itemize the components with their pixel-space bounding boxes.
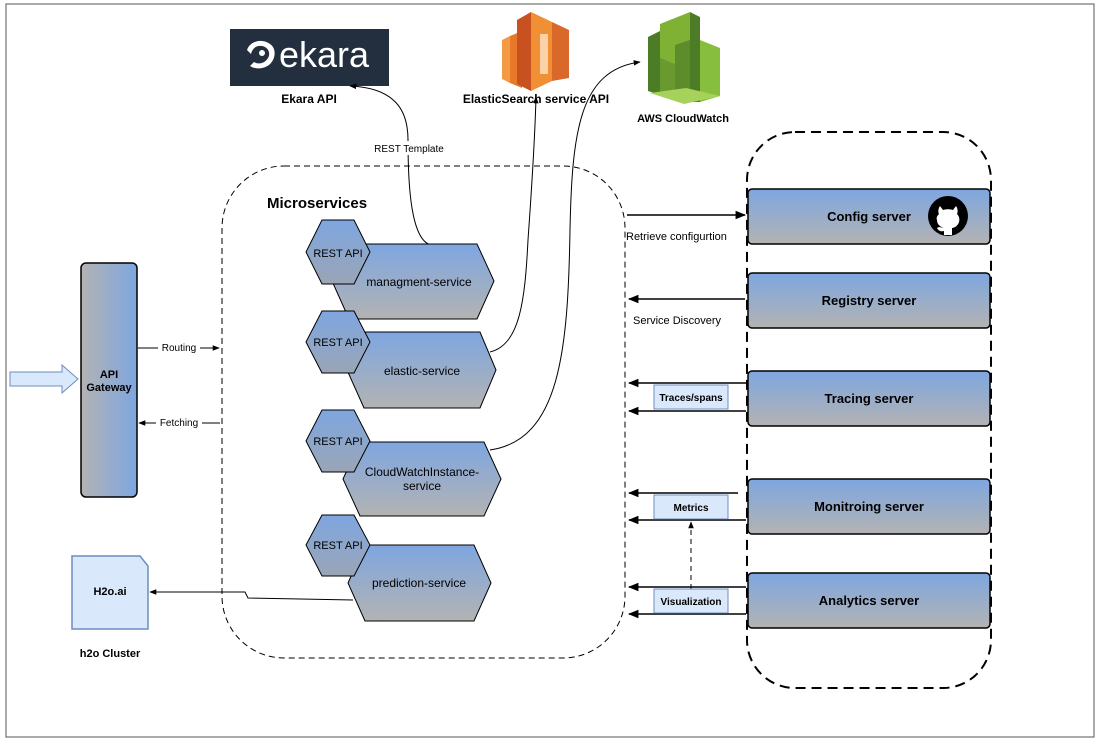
h2o-caption: h2o Cluster bbox=[80, 648, 141, 660]
managment-service-node[interactable]: REST API managment-service bbox=[305, 219, 495, 320]
visualization-label: Visualization bbox=[661, 597, 722, 608]
service-discovery-label: Service Discovery bbox=[633, 315, 722, 327]
elastic-link bbox=[489, 96, 539, 353]
analytics-server-label: Analytics server bbox=[819, 593, 919, 608]
api-gateway-node[interactable]: API Gateway bbox=[80, 262, 138, 498]
elastic-service-label: elastic-service bbox=[384, 364, 460, 378]
config-server-node[interactable]: Config server bbox=[747, 188, 991, 245]
rest-api-badge bbox=[305, 310, 371, 374]
ekara-bird-icon bbox=[247, 40, 275, 69]
ekara-logo: ekara bbox=[230, 29, 389, 86]
monitoring-server-label: Monitroing server bbox=[814, 499, 924, 514]
elasticsearch-icon bbox=[502, 12, 569, 91]
prediction-service-node[interactable]: REST API prediction-service bbox=[305, 514, 492, 622]
cloudwatchinstance-service-node[interactable]: REST API CloudWatchInstance- service bbox=[305, 409, 502, 517]
cloudwatchinstance-service-label: CloudWatchInstance- bbox=[365, 465, 479, 479]
api-gateway-label-2: Gateway bbox=[86, 382, 132, 394]
fetching-label: Fetching bbox=[160, 418, 198, 429]
routing-label: Routing bbox=[162, 343, 196, 354]
rest-api-label: REST API bbox=[313, 337, 362, 349]
rest-template-link bbox=[349, 83, 432, 246]
traces-label: Traces/spans bbox=[659, 393, 723, 404]
cloudwatchinstance-service-label-2: service bbox=[403, 479, 441, 493]
h2o-label: H2o.ai bbox=[93, 586, 126, 598]
microservices-title: Microservices bbox=[267, 195, 367, 212]
managment-service-label: managment-service bbox=[366, 275, 472, 289]
config-server-label: Config server bbox=[827, 209, 911, 224]
h2o-node[interactable]: H2o.ai bbox=[71, 555, 149, 630]
analytics-server-node[interactable]: Analytics server bbox=[747, 572, 991, 629]
traces-label-box bbox=[653, 384, 729, 410]
retrieve-config-label: Retrieve configurtion bbox=[626, 231, 727, 243]
rest-api-label: REST API bbox=[313, 248, 362, 260]
server-container bbox=[746, 131, 992, 689]
rest-api-badge bbox=[305, 514, 371, 577]
ekara-logo-text: ekara bbox=[279, 34, 370, 75]
cloudwatch-link bbox=[489, 60, 641, 451]
tracing-server-label: Tracing server bbox=[825, 391, 914, 406]
github-icon bbox=[928, 196, 968, 236]
h2o-link bbox=[149, 589, 354, 601]
incoming-arrow-icon bbox=[9, 363, 79, 395]
page-frame bbox=[5, 3, 1095, 738]
rest-template-label: REST Template bbox=[374, 144, 444, 155]
aws-cloudwatch-icon bbox=[648, 12, 720, 104]
rest-api-badge bbox=[305, 219, 371, 285]
registry-server-label: Registry server bbox=[822, 293, 917, 308]
registry-server-node[interactable]: Registry server bbox=[747, 272, 991, 329]
prediction-service-label: prediction-service bbox=[372, 576, 466, 590]
rest-api-label: REST API bbox=[313, 540, 362, 552]
metrics-label-box bbox=[653, 494, 729, 520]
elastic-service-node[interactable]: REST API elastic-service bbox=[305, 310, 497, 409]
microservices-container bbox=[221, 165, 626, 659]
visualization-label-box bbox=[653, 588, 729, 614]
ekara-caption: Ekara API bbox=[281, 92, 337, 106]
cloudwatch-caption: AWS CloudWatch bbox=[637, 113, 729, 125]
api-gateway-label: API bbox=[100, 369, 118, 381]
monitoring-server-node[interactable]: Monitroing server bbox=[747, 478, 991, 535]
rest-api-badge bbox=[305, 409, 371, 473]
tracing-server-node[interactable]: Tracing server bbox=[747, 370, 991, 427]
rest-api-label: REST API bbox=[313, 436, 362, 448]
metrics-label: Metrics bbox=[673, 503, 708, 514]
